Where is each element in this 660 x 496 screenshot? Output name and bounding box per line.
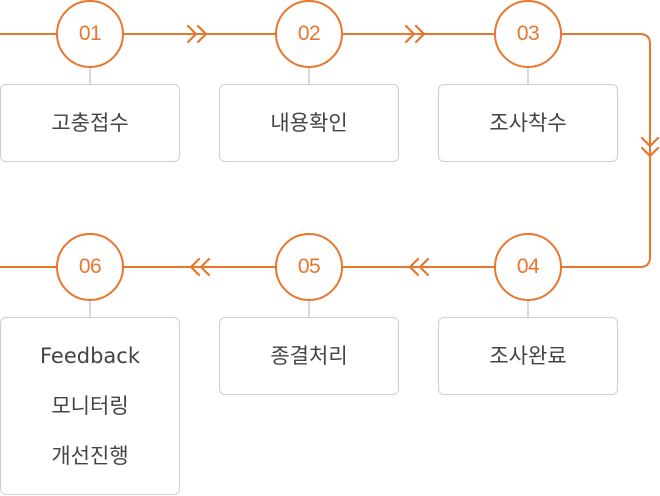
step-05-label: 종결처리 bbox=[270, 344, 348, 368]
double-chevron-icon bbox=[186, 24, 208, 44]
step-01-number: 01 bbox=[56, 0, 124, 68]
step-03-label: 조사착수 bbox=[489, 111, 567, 135]
step-04-label: 조사완료 bbox=[489, 344, 567, 368]
step-06-box: Feedback 모니터링 개선진행 bbox=[0, 317, 180, 495]
step-03-box: 조사착수 bbox=[438, 84, 618, 162]
step-01-label: 고충접수 bbox=[51, 111, 129, 135]
step-02-box: 내용확인 bbox=[219, 84, 399, 162]
step-06-number: 06 bbox=[56, 233, 124, 301]
step-05-number: 05 bbox=[275, 233, 343, 301]
flow-line-return bbox=[0, 33, 651, 268]
step-05-box: 종결처리 bbox=[219, 317, 399, 395]
step-04-box: 조사완료 bbox=[438, 317, 618, 395]
double-chevron-icon bbox=[189, 257, 211, 277]
step-06-label-line-3: 개선진행 bbox=[51, 444, 129, 468]
step-06-label-line-1: Feedback bbox=[39, 344, 140, 368]
step-03-number: 03 bbox=[494, 0, 562, 68]
double-chevron-icon bbox=[404, 24, 426, 44]
step-02-label: 내용확인 bbox=[270, 111, 348, 135]
step-06-label-line-2: 모니터링 bbox=[51, 394, 129, 418]
step-01-box: 고충접수 bbox=[0, 84, 180, 162]
step-04-number: 04 bbox=[494, 233, 562, 301]
step-02-number: 02 bbox=[275, 0, 343, 68]
double-chevron-icon bbox=[640, 136, 660, 158]
double-chevron-icon bbox=[408, 257, 430, 277]
